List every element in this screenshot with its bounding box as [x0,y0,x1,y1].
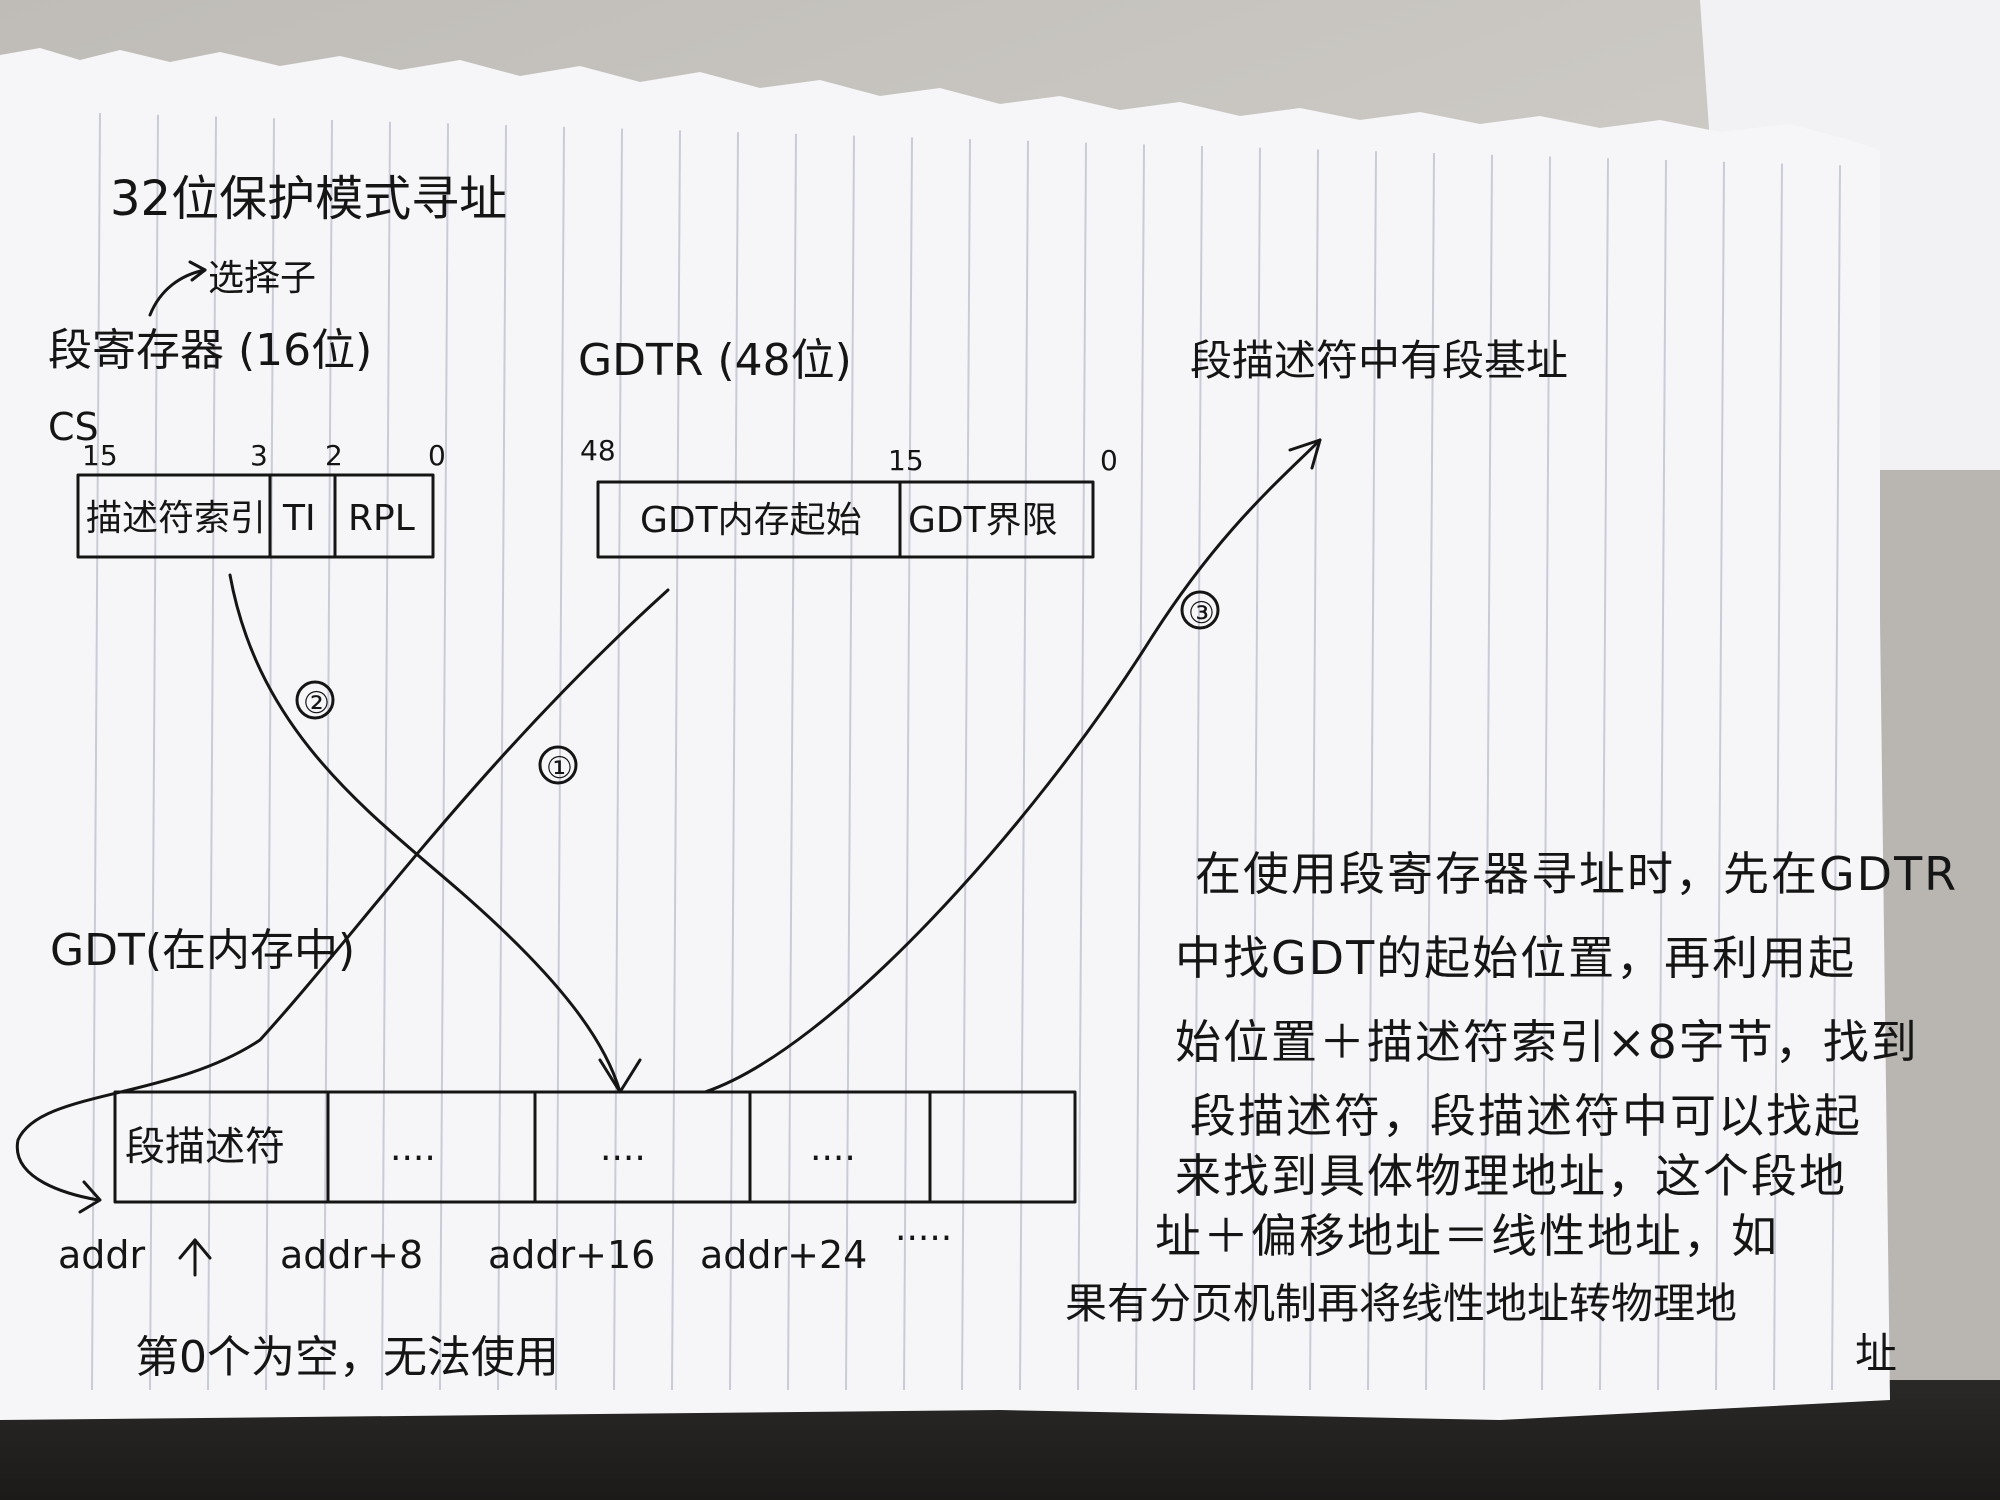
step-circle-2 [295,680,335,720]
gdtr-bit-0: 0 [1100,444,1118,477]
ruled-line [1251,147,1261,1391]
step-label-1: ① [546,751,573,786]
step-circle-1 [538,745,578,785]
gdt-label: GDT(在内存中) [50,925,355,976]
ruled-line [671,130,681,1391]
gdt-addr-more: ..... [895,1208,952,1249]
ruled-line [903,137,913,1391]
field-gdt-limit: GDT界限 [908,500,1058,541]
ruled-line [1715,161,1725,1391]
ruled-line [555,126,565,1391]
gdt-addr-16: addr+16 [488,1233,655,1277]
up-arrow-head [178,1238,212,1260]
ruled-line [729,132,739,1391]
arrow-step-3 [703,438,1322,1094]
ruled-line [1077,142,1087,1391]
gdt-cell-3: .... [810,1128,856,1169]
explanation-line-5: 来找到具体物理地址，这个段地 [1175,1149,1847,1203]
ruled-line [1599,158,1609,1391]
explanation-line-3: 始位置＋描述符索引×8字节，找到 [1175,1015,1919,1069]
ruled-line [1367,151,1377,1391]
ruled-line [787,133,797,1391]
ruled-line [265,118,275,1391]
seg-bit-15: 15 [82,439,118,472]
ruled-line [1425,153,1435,1391]
ruled-line [1831,165,1841,1391]
arrow-step-2 [228,573,622,1094]
selector-arrow-head [188,260,207,282]
seg-bit-2: 2 [325,439,343,472]
selector-label: 选择子 [208,258,316,299]
explanation-line-1: 在使用段寄存器寻址时，先在GDTR [1195,847,1959,901]
segment-register-name: CS [48,405,99,449]
selector-arrow [148,268,207,317]
arrow-step-1 [15,588,670,1202]
ruled-line [961,139,971,1391]
page-title: 32位保护模式寻址 [110,171,507,227]
gdt-cell-0: 段描述符 [125,1124,285,1170]
ruled-line [1483,154,1493,1391]
explanation-line-7: 果有分页机制再将线性地址转物理地 [1065,1279,1738,1328]
explanation-line-8: 址 [1855,1329,1900,1378]
gdtr-bit-15: 15 [888,444,924,477]
ruled-line [149,114,159,1391]
gdt-cell-1: .... [390,1128,436,1169]
gdt-cell-2: .... [600,1128,646,1169]
seg-bit-0: 0 [428,439,446,472]
arrow-step-1-head [78,1180,102,1214]
ruled-line [1773,163,1783,1391]
explanation-line-4: 段描述符，段描述符中可以找起 [1190,1089,1862,1143]
gdtr-box [596,480,1095,559]
ruled-line [91,112,101,1391]
ruled-line [1135,144,1145,1391]
explanation-line-6: 址＋偏移地址＝线性地址，如 [1155,1209,1779,1263]
arrow-step-2-head [598,1058,642,1094]
field-rpl: RPL [348,498,415,539]
ruled-line [1309,149,1319,1391]
ruled-line [845,135,855,1391]
ruled-line [381,121,391,1391]
ruled-line [1541,156,1551,1391]
field-ti: TI [282,498,316,539]
ruled-lines [91,112,1841,1391]
step-circle-3 [1180,590,1220,630]
ruled-line [1193,146,1203,1391]
arrow-step-3-head [1288,438,1322,470]
seg-bit-3: 3 [250,439,268,472]
gdt-first-note: 第0个为空，无法使用 [135,1332,559,1383]
segment-register-label: 段寄存器 (16位) [48,325,372,376]
step-label-3: ③ [1188,596,1215,631]
ruled-line [613,128,623,1391]
paper-sheet [0,48,1890,1420]
ruled-line [323,119,333,1391]
descriptor-note: 段描述符中有段基址 [1190,336,1568,385]
gdtr-bit-48: 48 [580,434,616,467]
gdt-addr-24: addr+24 [700,1233,867,1277]
explanation-line-2: 中找GDT的起始位置，再利用起 [1175,931,1857,985]
segment-register-box [76,473,435,559]
gdt-addr-0: addr [58,1233,146,1277]
field-descriptor-index: 描述符索引 [86,498,266,539]
gdtr-label: GDTR (48位) [578,335,852,386]
step-label-2: ② [303,686,330,721]
ruled-line [1657,159,1667,1391]
field-gdt-start: GDT内存起始 [640,500,862,541]
ruled-line [439,123,449,1391]
ruled-line [207,116,217,1391]
ruled-line [1019,140,1029,1391]
gdt-addr-8: addr+8 [280,1233,423,1277]
gdt-table [113,1090,1077,1204]
